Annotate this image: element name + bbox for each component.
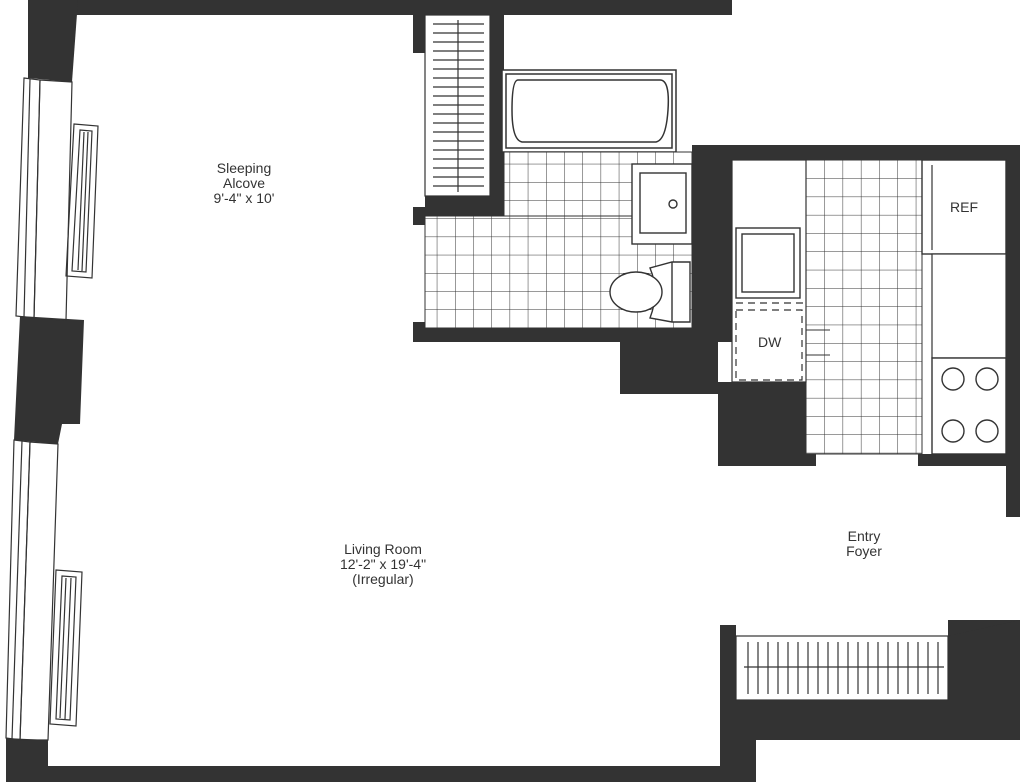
refrigerator-label: REF [950,199,978,215]
kitchen-sink-icon [735,227,801,299]
wall-closet-stub-top [413,15,425,53]
wall-column-bath [620,342,718,394]
kitchen [731,159,1007,455]
bathroom [424,69,693,329]
closet-rod-icon [424,14,491,197]
wall-bottom [14,766,720,782]
dishwasher-label: DW [758,334,782,350]
refrigerator [921,159,1007,255]
radiator-icon [49,123,99,727]
window-icon [5,77,73,741]
wall-closet-right [490,0,504,210]
wall-column-kitchen [718,382,816,466]
wall-bathroom-bottom-run [413,328,693,342]
wall-top [28,0,732,15]
toilet-icon [609,261,691,323]
wall-bathroom-right [692,145,732,342]
closet-rod-icon [735,635,949,701]
living-room-note: (Irregular) [352,571,414,587]
stove-burner-icon [941,367,999,443]
wall-bottom-right [720,740,756,782]
living-room-dims: 12'-2" x 19'-4" [339,556,427,572]
sleeping-alcove-name-line1: Sleeping [216,160,272,176]
wall-kitchen-bottom [918,454,1020,466]
wall-left-pier-top [28,0,78,82]
entry-foyer-label: Entry Foyer [824,529,904,559]
living-room-label: Living Room 12'-2" x 19'-4" (Irregular) [318,542,448,587]
entry-foyer-name-line1: Entry [847,528,881,544]
sleeping-alcove-label: Sleeping Alcove 9'-4" x 10' [184,161,304,206]
wall-entry-closet-bottom [720,700,1020,740]
sleeping-alcove-dims: 9'-4" x 10' [213,190,275,206]
wall-closet-lower [425,196,504,216]
wall-kitchen-top [692,145,1020,160]
sink-icon [631,163,693,245]
dishwasher [735,309,803,381]
entry-foyer-name-line2: Foyer [846,543,882,559]
wall-kitchen-right [1006,145,1020,517]
sleeping-alcove-name-line2: Alcove [222,175,266,191]
counter [931,253,1007,359]
living-room-name: Living Room [344,541,422,557]
wall-closet-stub-bottom [413,207,425,225]
wall-left-pier-middle [14,316,84,444]
bathtub-icon [505,73,673,149]
